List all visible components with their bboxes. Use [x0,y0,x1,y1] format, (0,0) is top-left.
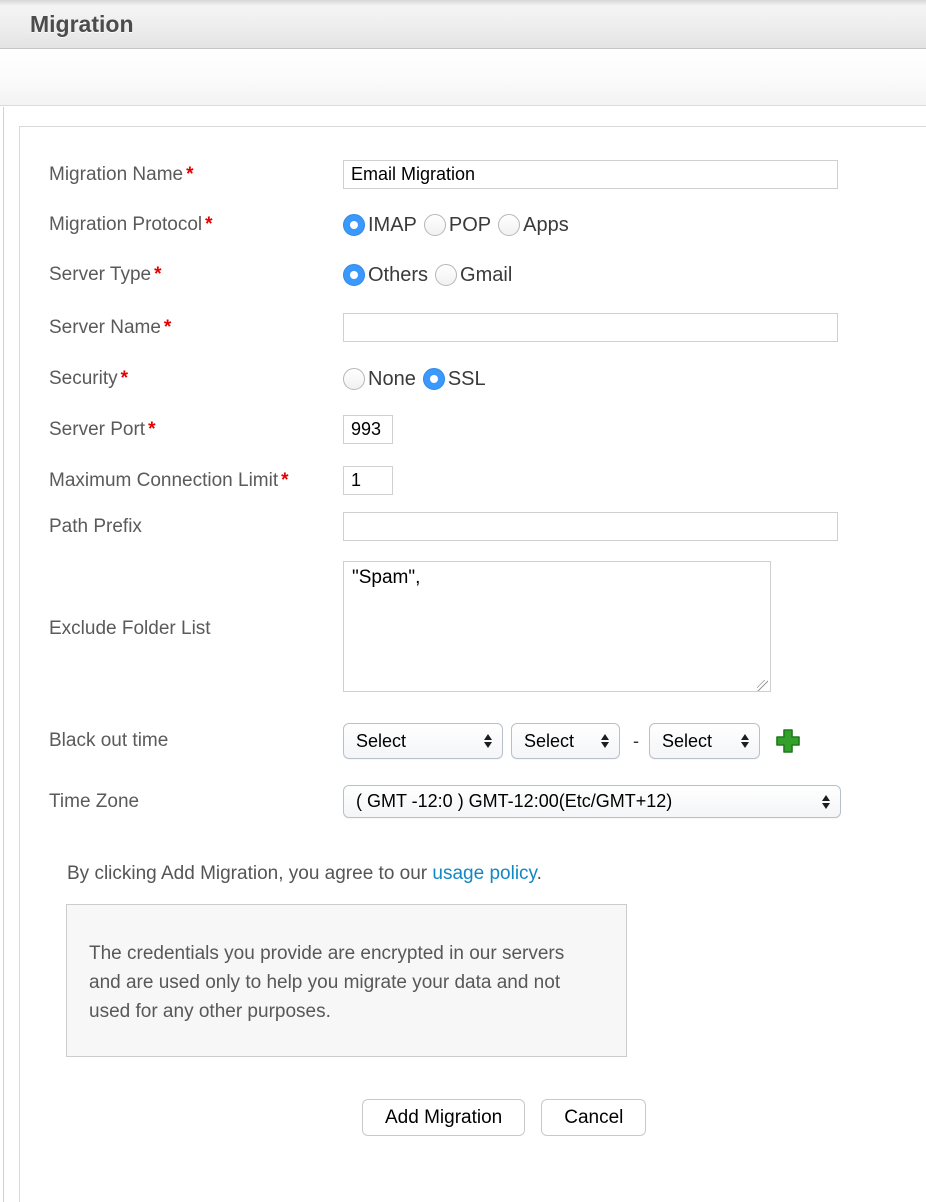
select-arrows-icon [741,734,749,748]
content-area: Migration Name* Migration Protocol* IMAP… [3,107,926,1202]
blackout-range-separator: - [633,731,639,752]
security-label: Security* [49,367,343,391]
cancel-button[interactable]: Cancel [541,1099,646,1136]
radio-gmail-label: Gmail [460,264,512,287]
blackout-end-select-value: Select [662,731,712,752]
time-zone-select-value: ( GMT -12:0 ) GMT-12:00(Etc/GMT+12) [356,791,672,812]
select-arrows-icon [822,795,830,809]
exclude-folder-list-wrap: "Spam", [343,561,771,697]
black-out-time-controls: Select Select - Select [343,723,926,759]
row-max-connection-limit: Maximum Connection Limit* [49,466,926,495]
label-text: Server Name [49,317,161,338]
plus-icon[interactable] [773,726,803,756]
migration-protocol-radio-group: IMAP POP Apps [343,214,926,237]
agreement-prefix: By clicking Add Migration, you agree to … [67,863,432,884]
agreement-text: By clicking Add Migration, you agree to … [67,863,926,885]
blackout-end-select[interactable]: Select [649,723,760,759]
radio-none-label: None [368,368,416,391]
exclude-folder-list-textarea[interactable]: "Spam", [343,561,771,692]
radio-none[interactable]: None [343,368,416,391]
credentials-notice-text: The credentials you provide are encrypte… [89,943,564,1022]
radio-pop-label: POP [449,214,491,237]
radio-selected-icon[interactable] [343,264,365,286]
radio-unselected-icon[interactable] [498,214,520,236]
label-text: Migration Protocol [49,214,202,235]
required-asterisk: * [186,164,193,185]
radio-apps[interactable]: Apps [498,214,569,237]
server-name-label: Server Name* [49,316,343,340]
label-text: Security [49,368,118,389]
server-name-input[interactable] [343,313,838,342]
row-time-zone: Time Zone ( GMT -12:0 ) GMT-12:00(Etc/GM… [49,785,926,818]
blackout-start-select-value: Select [524,731,574,752]
label-text: Maximum Connection Limit [49,470,278,491]
credentials-notice-box: The credentials you provide are encrypte… [66,904,627,1057]
select-arrows-icon [484,734,492,748]
radio-others[interactable]: Others [343,264,428,287]
page-header: Migration [0,0,926,49]
required-asterisk: * [281,470,288,491]
header-substrip [0,49,926,106]
radio-gmail[interactable]: Gmail [435,264,512,287]
migration-name-label: Migration Name* [49,163,343,187]
label-text: Server Port [49,419,145,440]
row-black-out-time: Black out time Select Select - Select [49,723,926,759]
page-title: Migration [30,11,134,38]
add-migration-button[interactable]: Add Migration [362,1099,525,1136]
server-type-label: Server Type* [49,263,343,287]
migration-protocol-label: Migration Protocol* [49,213,343,237]
server-type-radio-group: Others Gmail [343,264,926,287]
radio-apps-label: Apps [523,214,569,237]
row-exclude-folder-list: Exclude Folder List "Spam", [49,561,926,697]
max-connection-limit-input[interactable] [343,466,393,495]
exclude-folder-list-label: Exclude Folder List [49,617,343,641]
path-prefix-label: Path Prefix [49,515,343,539]
row-migration-protocol: Migration Protocol* IMAP POP Apps [49,213,926,237]
migration-name-input[interactable] [343,160,838,189]
blackout-day-select-value: Select [356,731,406,752]
blackout-start-select[interactable]: Select [511,723,620,759]
usage-policy-link[interactable]: usage policy [432,863,536,884]
row-path-prefix: Path Prefix [49,512,926,541]
radio-imap[interactable]: IMAP [343,214,417,237]
blackout-day-select[interactable]: Select [343,723,503,759]
row-server-type: Server Type* Others Gmail [49,263,926,287]
row-migration-name: Migration Name* [49,160,926,189]
radio-ssl[interactable]: SSL [423,368,486,391]
required-asterisk: * [154,264,161,285]
server-port-input[interactable] [343,415,393,444]
time-zone-label: Time Zone [49,790,343,814]
required-asterisk: * [148,419,155,440]
path-prefix-input[interactable] [343,512,838,541]
security-radio-group: None SSL [343,368,926,391]
radio-selected-icon[interactable] [343,214,365,236]
form-actions: Add Migration Cancel [362,1099,926,1136]
agreement-suffix: . [537,863,542,884]
black-out-time-label: Black out time [49,729,343,753]
radio-selected-icon[interactable] [423,368,445,390]
required-asterisk: * [164,317,171,338]
row-security: Security* None SSL [49,367,926,391]
required-asterisk: * [205,214,212,235]
radio-ssl-label: SSL [448,368,486,391]
resize-grip-icon[interactable] [757,680,768,691]
add-blackout-button[interactable] [773,726,803,756]
radio-others-label: Others [368,264,428,287]
migration-form-panel: Migration Name* Migration Protocol* IMAP… [19,126,926,1202]
label-text: Migration Name [49,164,183,185]
row-server-name: Server Name* [49,313,926,342]
row-server-port: Server Port* [49,415,926,444]
required-asterisk: * [121,368,128,389]
radio-imap-label: IMAP [368,214,417,237]
select-arrows-icon [601,734,609,748]
max-connection-limit-label: Maximum Connection Limit* [49,467,343,495]
label-text: Server Type [49,264,151,285]
time-zone-select[interactable]: ( GMT -12:0 ) GMT-12:00(Etc/GMT+12) [343,785,841,818]
radio-unselected-icon[interactable] [435,264,457,286]
server-port-label: Server Port* [49,418,343,442]
radio-pop[interactable]: POP [424,214,491,237]
radio-unselected-icon[interactable] [424,214,446,236]
radio-unselected-icon[interactable] [343,368,365,390]
